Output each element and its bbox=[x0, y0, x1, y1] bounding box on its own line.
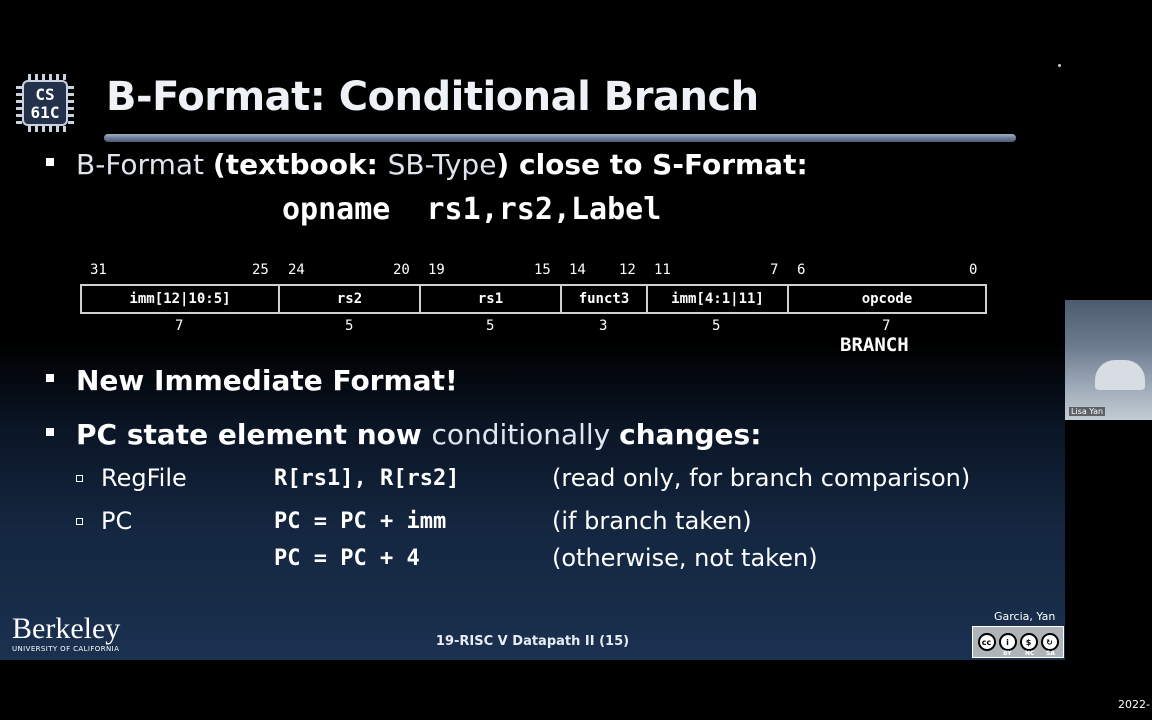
bit-number: 24 bbox=[288, 262, 305, 278]
bullet-square-icon bbox=[46, 374, 54, 382]
instruction-syntax: opname rs1,rs2,Label bbox=[282, 192, 662, 227]
bullet-pc-state: PC state element now conditionally chang… bbox=[46, 418, 761, 451]
berkeley-wordmark: Berkeley bbox=[12, 612, 121, 645]
sub-bullet-regfile: RegFile bbox=[76, 464, 187, 492]
sa-icon: ↻ bbox=[1040, 633, 1059, 651]
bit-number: 12 bbox=[619, 262, 636, 278]
bullet3-text-a: PC state element now bbox=[76, 418, 432, 451]
webcam-image bbox=[1095, 360, 1145, 390]
creative-commons-badge: cc i $ ↻ bbox=[972, 626, 1064, 658]
pointer-dot bbox=[1058, 64, 1061, 67]
pc-note-taken: (if branch taken) bbox=[552, 507, 752, 535]
field-width: 7 bbox=[175, 318, 184, 334]
field-funct3: funct3 bbox=[562, 286, 648, 312]
berkeley-subtitle: UNIVERSITY OF CALIFORNIA bbox=[12, 645, 120, 653]
bullet-b-format: B-Format (textbook: SB-Type) close to S-… bbox=[46, 148, 808, 181]
sub-bullet-pc: PC bbox=[76, 507, 132, 535]
bullet-square-icon bbox=[46, 158, 54, 166]
cc-label: BY bbox=[1003, 650, 1012, 657]
instruction-format-fields: imm[12|10:5] rs2 rs1 funct3 imm[4:1|11] … bbox=[80, 284, 987, 314]
berkeley-logo: Berkeley UNIVERSITY OF CALIFORNIA bbox=[12, 612, 121, 654]
field-width: 5 bbox=[345, 318, 354, 334]
field-rs2: rs2 bbox=[280, 286, 421, 312]
slide-title: B-Format: Conditional Branch bbox=[106, 74, 759, 120]
cc-label: NC bbox=[1025, 650, 1035, 657]
field-width: 7 bbox=[882, 318, 891, 334]
logo-line-2: 61C bbox=[30, 103, 60, 122]
by-icon: i bbox=[998, 633, 1017, 651]
regfile-code: R[rs1], R[rs2] bbox=[274, 466, 460, 491]
field-width: 3 bbox=[599, 318, 608, 334]
bullet3-text-b: conditionally bbox=[431, 418, 620, 451]
pc-note-not-taken: (otherwise, not taken) bbox=[552, 544, 818, 572]
slide: CS 61C B-Format: Conditional Branch B-Fo… bbox=[0, 0, 1065, 660]
bit-number: 14 bbox=[569, 262, 586, 278]
bit-number: 20 bbox=[393, 262, 410, 278]
pc-code-taken: PC = PC + imm bbox=[274, 509, 447, 534]
cs61c-logo: CS 61C bbox=[16, 74, 74, 132]
field-rs1: rs1 bbox=[421, 286, 562, 312]
logo-line-1: CS bbox=[35, 85, 55, 104]
field-opcode: opcode bbox=[861, 291, 913, 307]
sub-bullet-icon bbox=[76, 475, 83, 482]
webcam-name: Lisa Yan bbox=[1069, 407, 1106, 416]
field-imm-low: imm[4:1|11] bbox=[648, 286, 789, 312]
timestamp: 2022- bbox=[1118, 698, 1150, 711]
bit-number: 0 bbox=[969, 262, 978, 278]
bit-number: 31 bbox=[90, 262, 107, 278]
title-rule bbox=[104, 134, 1016, 142]
bit-number: 7 bbox=[770, 262, 779, 278]
nc-icon: $ bbox=[1019, 633, 1038, 651]
bullet1-text-c: SB-Type bbox=[387, 148, 497, 181]
bit-number: 19 bbox=[428, 262, 445, 278]
field-imm-high: imm[12|10:5] bbox=[82, 286, 280, 312]
opcode-value: BRANCH bbox=[840, 334, 909, 356]
bullet3-text-c: changes: bbox=[619, 418, 762, 451]
cc-icon: cc bbox=[977, 633, 996, 651]
lecture-footer: 19-RISC V Datapath II (15) bbox=[435, 634, 630, 649]
pc-label: PC bbox=[101, 507, 133, 535]
bit-number: 25 bbox=[252, 262, 269, 278]
bullet-new-immediate: New Immediate Format! bbox=[46, 364, 458, 397]
bit-number: 6 bbox=[797, 262, 806, 278]
bullet2-text: New Immediate Format! bbox=[76, 364, 458, 397]
cc-label: SA bbox=[1046, 650, 1055, 657]
bullet1-text-a: B-Format bbox=[76, 148, 213, 181]
webcam-thumbnail[interactable]: Lisa Yan bbox=[1065, 300, 1152, 420]
bullet-square-icon bbox=[46, 428, 54, 436]
field-width: 5 bbox=[712, 318, 721, 334]
bullet1-text-b: (textbook: bbox=[212, 148, 388, 181]
pc-code-not-taken: PC = PC + 4 bbox=[274, 546, 420, 571]
regfile-label: RegFile bbox=[101, 464, 187, 492]
field-width: 5 bbox=[486, 318, 495, 334]
sub-bullet-icon bbox=[76, 518, 83, 525]
regfile-note: (read only, for branch comparison) bbox=[552, 464, 971, 492]
bit-number: 11 bbox=[654, 262, 671, 278]
authors: Garcia, Yan bbox=[994, 610, 1056, 623]
bit-number: 15 bbox=[534, 262, 551, 278]
bullet1-text-d: ) close to S-Format: bbox=[496, 148, 808, 181]
